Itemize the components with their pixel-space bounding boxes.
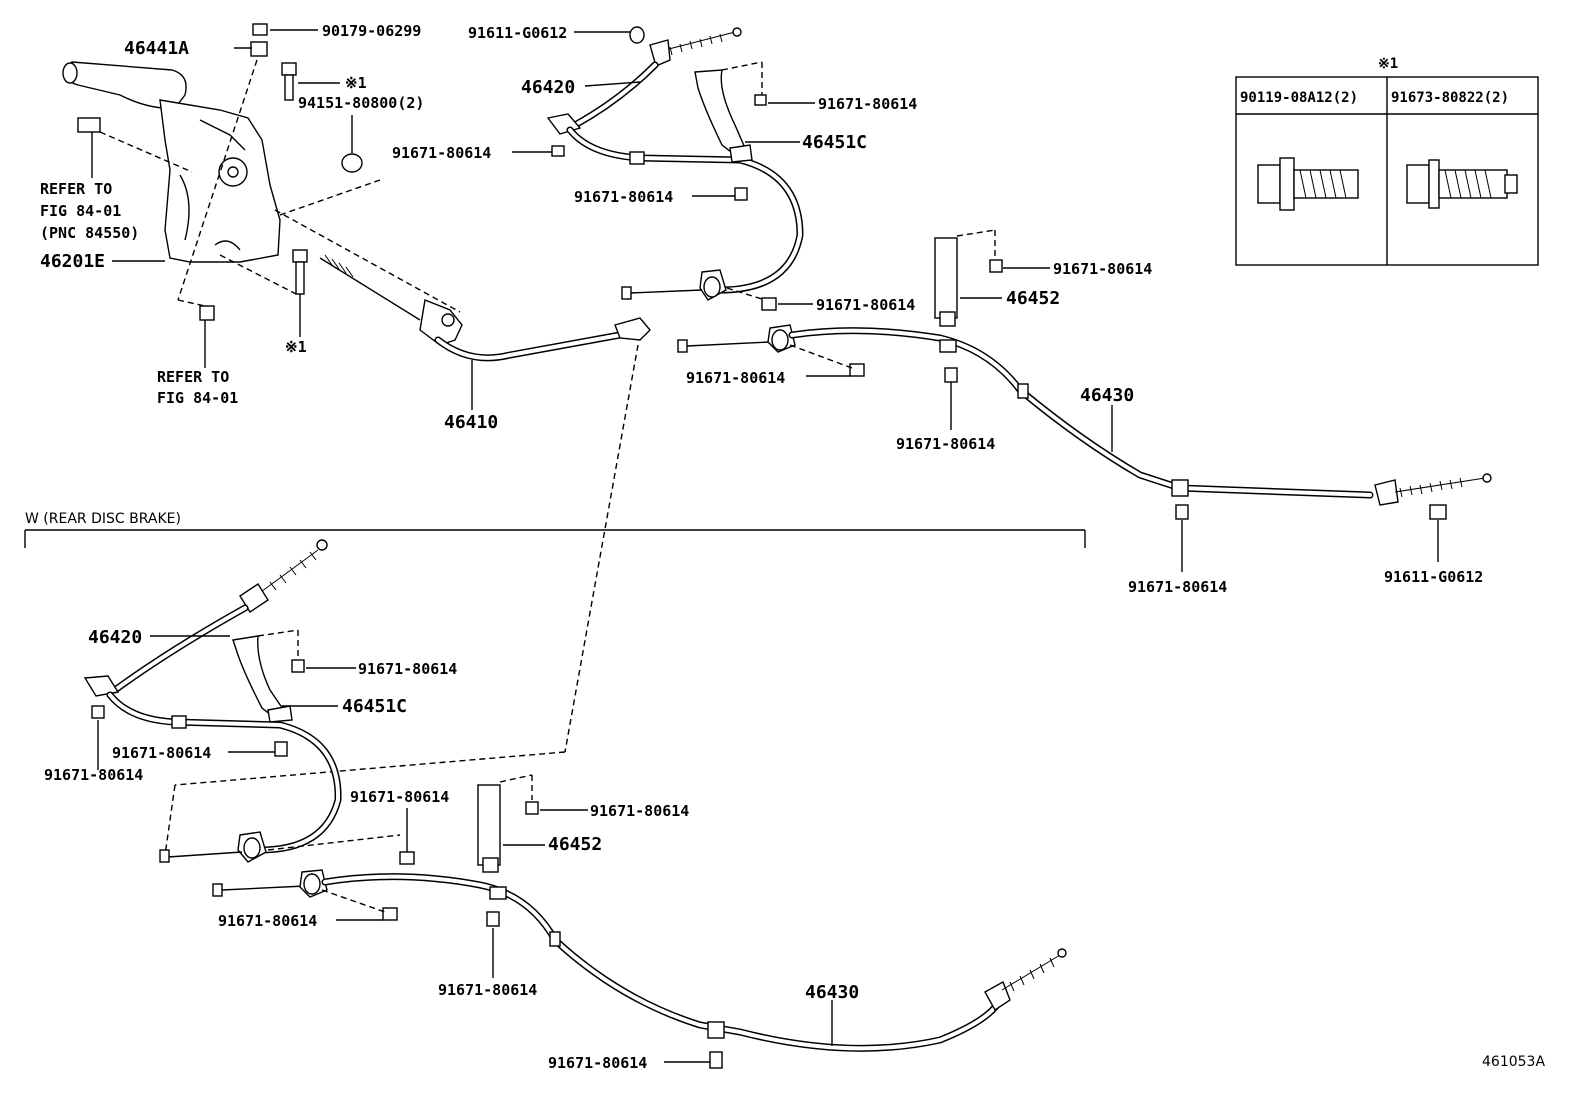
table-col-91673: 91673-80822(2) bbox=[1391, 90, 1509, 106]
label-w-91671-e: 91671-80614 bbox=[590, 802, 689, 820]
label-mark-1b: ※1 bbox=[285, 338, 307, 356]
w-bolt-91671-h bbox=[709, 1051, 723, 1069]
label-mark-1a: ※1 bbox=[345, 74, 367, 92]
w-bracket-46452 bbox=[477, 774, 533, 873]
bolt-46452-top bbox=[989, 259, 1003, 273]
bolt-94151-bottom bbox=[292, 249, 308, 295]
label-91671-a: 91671-80614 bbox=[818, 95, 917, 113]
bracket-46451C-top bbox=[694, 61, 763, 163]
bolt-91611-right bbox=[1429, 504, 1447, 520]
label-46441A: 46441A bbox=[124, 38, 189, 59]
fastener-table: ※1 90119-08A12(2) 91673-80822(2) bbox=[1235, 56, 1539, 266]
label-w-46452: 46452 bbox=[548, 834, 602, 855]
w-bolt-46451C bbox=[291, 659, 305, 673]
label-w-91671-b: 91671-80614 bbox=[112, 744, 211, 762]
table-mark: ※1 bbox=[1378, 56, 1398, 72]
w-bolt-91671-c bbox=[399, 851, 415, 865]
bolt-46451C-top bbox=[754, 94, 767, 106]
label-46201E: 46201E bbox=[40, 251, 105, 272]
variant-label: W (REAR DISC BRAKE) bbox=[25, 511, 181, 527]
label-w-91671-a: 91671-80614 bbox=[358, 660, 457, 678]
label-91671-c: 91671-80614 bbox=[574, 188, 673, 206]
ref-fig-84-01b-line2: FIG 84-01 bbox=[157, 389, 238, 407]
label-94151-80800: 94151-80800(2) bbox=[298, 94, 424, 112]
bolt-91671-d bbox=[761, 297, 777, 311]
label-90179-06299: 90179-06299 bbox=[322, 22, 421, 40]
w-bolt-91671-g bbox=[486, 911, 500, 927]
nut-90179 bbox=[250, 23, 268, 57]
front-cable-46410 bbox=[319, 254, 651, 362]
table-col-90119: 90119-08A12(2) bbox=[1240, 90, 1358, 106]
label-w-91671-g: 91671-80614 bbox=[438, 981, 537, 999]
parking-brake-lever bbox=[62, 61, 281, 263]
label-w-91671-f: 91671-80614 bbox=[218, 912, 317, 930]
ref-fig-84-01-line1: REFER TO bbox=[40, 180, 112, 198]
bolt-ref-84-01 bbox=[199, 305, 215, 321]
label-w-91671-d: 91671-80614 bbox=[350, 788, 449, 806]
label-w-91671-h: 91671-80614 bbox=[548, 1054, 647, 1072]
w-bolt-46452 bbox=[525, 801, 539, 815]
label-w-46420: 46420 bbox=[88, 627, 142, 648]
bolt-91671-g bbox=[1175, 504, 1189, 520]
w-bolt-91671-a bbox=[91, 705, 105, 719]
label-91671-g: 91671-80614 bbox=[896, 435, 995, 453]
bracket-46452-top bbox=[934, 229, 996, 327]
ref-fig-84-01-line2: FIG 84-01 bbox=[40, 202, 121, 220]
bolt-91671-f bbox=[944, 367, 958, 383]
label-91611-g0612-right: 91611-G0612 bbox=[1384, 568, 1483, 586]
w-bolt-91671-b bbox=[274, 741, 288, 757]
label-91611-g0612-top: 91611-G0612 bbox=[468, 24, 567, 42]
clip-ref-84550 bbox=[77, 117, 101, 133]
label-46420-top: 46420 bbox=[521, 77, 575, 98]
variant-bracket bbox=[24, 529, 1086, 548]
bolt-91671-c bbox=[734, 187, 748, 201]
label-w-46430: 46430 bbox=[805, 982, 859, 1003]
label-46452-top: 46452 bbox=[1006, 288, 1060, 309]
label-91671-b: 91671-80614 bbox=[392, 144, 491, 162]
figure-id: 461053A bbox=[1482, 1054, 1545, 1070]
w-bracket-46451C bbox=[232, 629, 299, 723]
ref-fig-84-01b-line1: REFER TO bbox=[157, 368, 229, 386]
w-rear-cable-right-46430 bbox=[212, 869, 1067, 1052]
label-91671-d: 91671-80614 bbox=[816, 296, 915, 314]
label-46430-top: 46430 bbox=[1080, 385, 1134, 406]
label-w-91671-c: 91671-80614 bbox=[44, 766, 143, 784]
label-46451C-top: 46451C bbox=[802, 132, 867, 153]
rear-cable-left-46420 bbox=[546, 26, 804, 301]
bolt-91671-b bbox=[551, 145, 565, 157]
ref-fig-84-01-line3: (PNC 84550) bbox=[40, 224, 139, 242]
label-91671-h: 91671-80614 bbox=[1128, 578, 1227, 596]
w-bolt-91671-f bbox=[382, 907, 398, 921]
rear-cable-right-46430 bbox=[677, 324, 1492, 506]
grommet-94151 bbox=[341, 153, 363, 173]
label-46410: 46410 bbox=[444, 412, 498, 433]
w-rear-cable-left-46420 bbox=[83, 539, 342, 863]
label-91671-f-bracket: 91671-80614 bbox=[1053, 260, 1152, 278]
bolt-91671-e bbox=[849, 363, 865, 377]
label-91671-e: 91671-80614 bbox=[686, 369, 785, 387]
label-w-46451C: 46451C bbox=[342, 696, 407, 717]
bolt-94151-top bbox=[281, 62, 297, 101]
